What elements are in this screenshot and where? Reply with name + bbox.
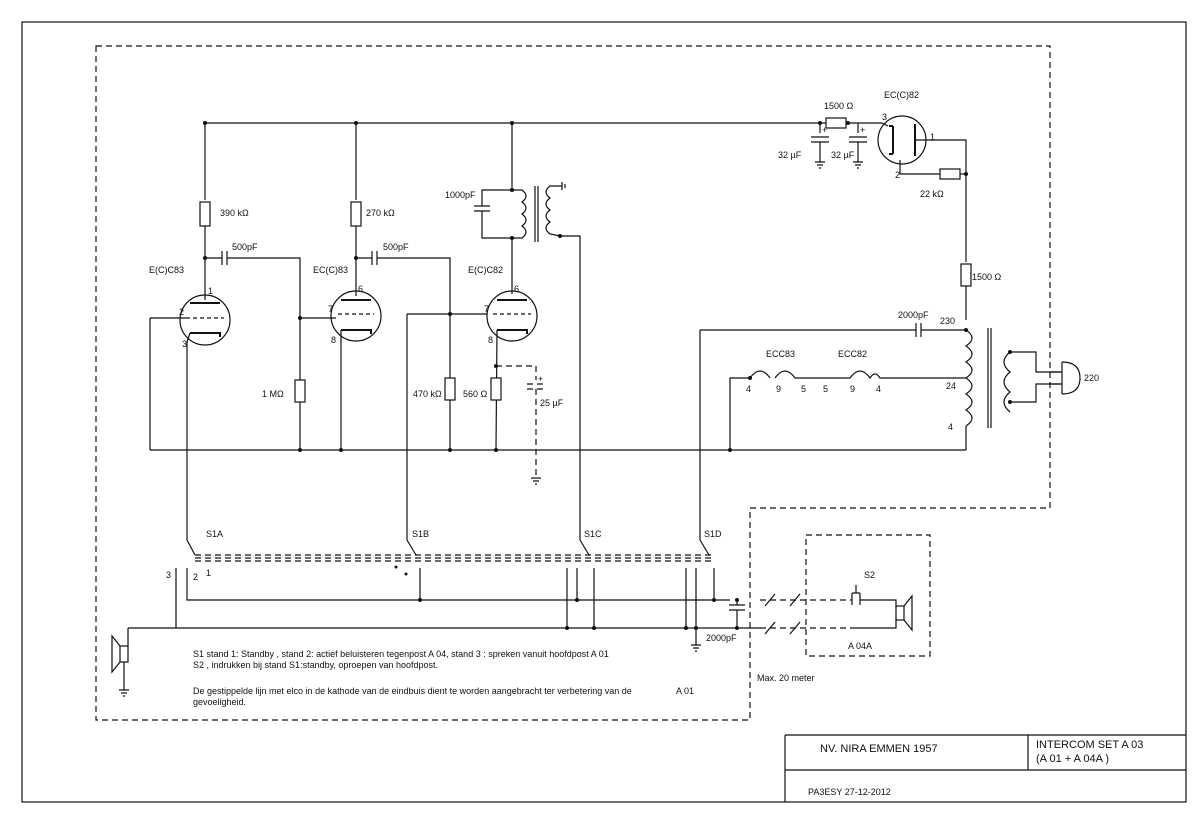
- line-capacitor: 2000pF: [706, 600, 745, 643]
- svg-text:4: 4: [876, 384, 881, 394]
- svg-text:7: 7: [328, 304, 333, 314]
- svg-text:+: +: [822, 125, 827, 135]
- svg-text:2000pF: 2000pF: [706, 633, 737, 643]
- svg-text:1500 Ω: 1500 Ω: [824, 101, 854, 111]
- svg-text:7: 7: [484, 304, 489, 314]
- output-capacitor: 1000pF: [445, 189, 512, 239]
- svg-text:S1C: S1C: [584, 529, 602, 539]
- unit-label-a01: A 01: [676, 686, 694, 696]
- svg-text:2: 2: [193, 572, 198, 582]
- svg-text:500pF: 500pF: [383, 242, 409, 252]
- svg-text:Max. 20 meter: Max. 20 meter: [757, 673, 815, 683]
- switch-linkage: [195, 554, 715, 562]
- interconnect-cable: [760, 599, 850, 629]
- svg-text:32 µF: 32 µF: [778, 150, 802, 160]
- filter-resistor-1: 1500 Ω: [820, 101, 882, 129]
- drawing-subtitle: (A 01 + A 04A ): [1036, 753, 1109, 765]
- heater-string: ECC83 ECC82 4 9 5 5 9 4: [729, 349, 966, 450]
- note-line-1: S1 stand 1: Standby , stand 2: actief be…: [193, 649, 609, 659]
- speaker-local-icon: [111, 628, 129, 697]
- title-block: NV. NIRA EMMEN 1957 INTERCOM SET A 03 (A…: [784, 734, 1186, 802]
- svg-text:ECC82: ECC82: [838, 349, 867, 359]
- svg-text:EC(C)83: EC(C)83: [313, 265, 348, 275]
- filter-capacitor-1: + 32 µF: [778, 123, 829, 169]
- svg-text:E(C)C83: E(C)C83: [149, 265, 184, 275]
- svg-text:1: 1: [930, 132, 935, 142]
- drawing-frame: [21, 21, 1187, 803]
- svg-text:8: 8: [488, 335, 493, 345]
- plate-resistor-1: 390 kΩ: [199, 201, 249, 227]
- coupling-capacitor-1: 500pF: [205, 242, 301, 450]
- svg-text:3: 3: [182, 339, 187, 349]
- drawing-title: INTERCOM SET A 03: [1036, 739, 1143, 751]
- push-button-s2: S2: [850, 570, 897, 629]
- svg-text:EC(C)82: EC(C)82: [884, 90, 919, 100]
- output-transformer: [512, 182, 581, 450]
- unit-boundary-a04a: [805, 534, 931, 657]
- author-date: PA3ESY 27-12-2012: [808, 787, 891, 797]
- svg-text:1500 Ω: 1500 Ω: [972, 272, 1002, 282]
- svg-text:22 kΩ: 22 kΩ: [920, 189, 944, 199]
- grid-resistor-3: 470 kΩ: [413, 377, 456, 401]
- cathode-resistor-3: 560 Ω: [463, 377, 502, 401]
- svg-text:5: 5: [801, 384, 806, 394]
- svg-text:25 µF: 25 µF: [540, 398, 564, 408]
- speaker-remote-icon: [895, 594, 913, 632]
- maker-label: NV. NIRA EMMEN 1957: [820, 743, 938, 755]
- svg-text:4: 4: [948, 422, 953, 432]
- svg-text:9: 9: [850, 384, 855, 394]
- svg-text:1: 1: [206, 568, 211, 578]
- svg-text:560 Ω: 560 Ω: [463, 389, 488, 399]
- svg-text:S1A: S1A: [206, 529, 223, 539]
- svg-text:3: 3: [166, 570, 171, 580]
- svg-text:8: 8: [331, 335, 336, 345]
- svg-text:1 MΩ: 1 MΩ: [262, 389, 284, 399]
- svg-text:390 kΩ: 390 kΩ: [220, 208, 249, 218]
- svg-text:S1B: S1B: [412, 529, 429, 539]
- unit-boundary-a01: [95, 45, 1051, 721]
- svg-text:3: 3: [882, 112, 887, 122]
- note-line-3: De gestippelde lijn met elco in de katho…: [193, 686, 632, 696]
- filter-resistor-2: 1500 Ω: [960, 263, 1002, 320]
- svg-text:2: 2: [895, 170, 900, 180]
- note-line-2: S2 , indrukken bij stand S1:standby, opr…: [193, 660, 438, 670]
- svg-text:270 kΩ: 270 kΩ: [366, 208, 395, 218]
- svg-text:24: 24: [946, 381, 956, 391]
- svg-text:32 µF: 32 µF: [831, 150, 855, 160]
- tube-v3-output: E(C)C82 6 7 8: [468, 265, 538, 451]
- cathode-capacitor-optional: + 25 µF: [496, 365, 564, 485]
- svg-text:S1D: S1D: [704, 529, 722, 539]
- svg-text:4: 4: [746, 384, 751, 394]
- svg-text:500pF: 500pF: [232, 242, 258, 252]
- svg-text:+: +: [538, 374, 543, 384]
- svg-text:220: 220: [1084, 373, 1099, 383]
- svg-text:+: +: [860, 125, 865, 135]
- svg-text:2: 2: [179, 307, 184, 317]
- svg-text:1: 1: [208, 286, 213, 296]
- svg-text:9: 9: [776, 384, 781, 394]
- tube-v1-preamp: E(C)C83 1 2 3: [149, 265, 231, 450]
- svg-text:S2: S2: [864, 570, 875, 580]
- tube-v2-preamp: EC(C)83 6 7 8: [313, 265, 382, 450]
- svg-text:A 04A: A 04A: [848, 641, 872, 651]
- svg-text:470 kΩ: 470 kΩ: [413, 389, 442, 399]
- svg-text:E(C)C82: E(C)C82: [468, 265, 503, 275]
- svg-text:6: 6: [358, 284, 363, 294]
- mains-capacitor: 2000pF: [700, 310, 966, 337]
- svg-text:6: 6: [514, 284, 519, 294]
- coupling-capacitor-2: 500pF: [356, 242, 451, 450]
- filter-capacitor-2: + 32 µF: [831, 123, 867, 169]
- svg-text:230: 230: [940, 316, 955, 326]
- mains-plug: 220: [1050, 361, 1099, 395]
- grid-resistor-2: 1 MΩ: [262, 379, 306, 403]
- tube-v4-rectifier: EC(C)82 3 1 2: [877, 90, 967, 262]
- mains-transformer: 24 4: [946, 328, 1060, 450]
- svg-text:5: 5: [823, 384, 828, 394]
- svg-text:2000pF: 2000pF: [898, 310, 929, 320]
- note-line-4: gevoeligheid.: [193, 697, 246, 707]
- svg-text:ECC83: ECC83: [766, 349, 795, 359]
- plate-resistor-2: 270 kΩ: [350, 201, 395, 227]
- svg-text:1000pF: 1000pF: [445, 190, 476, 200]
